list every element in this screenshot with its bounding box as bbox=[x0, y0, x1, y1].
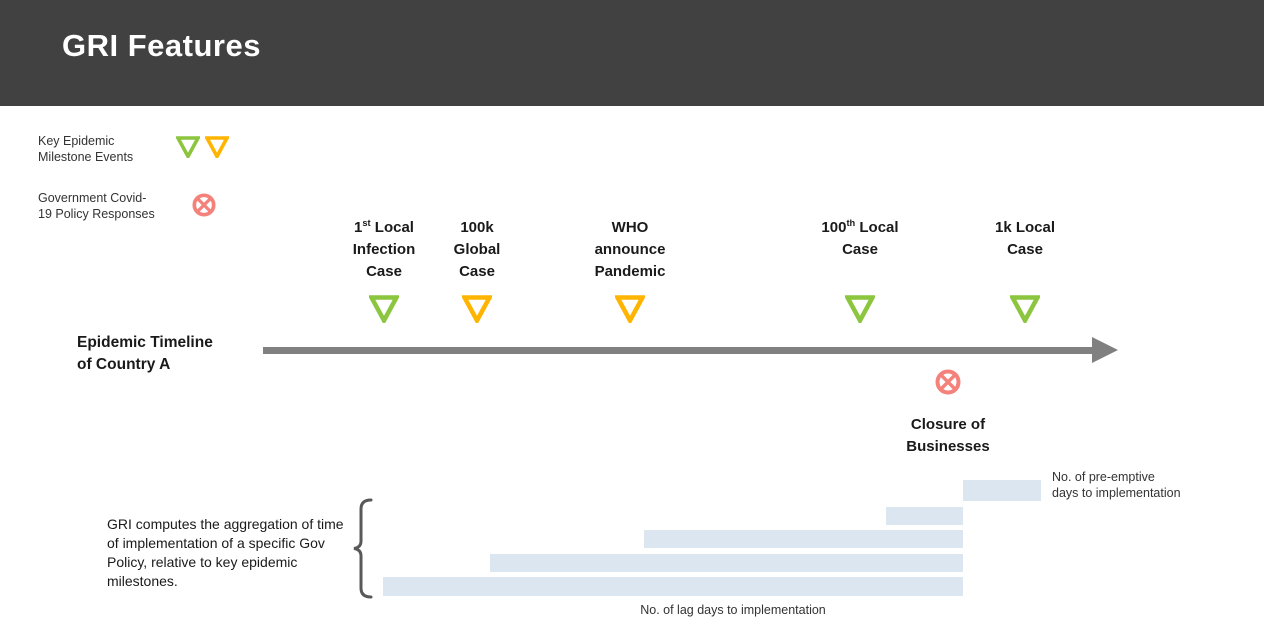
implementation-bar-lag bbox=[383, 577, 963, 596]
milestone-marker bbox=[613, 295, 647, 326]
gri-description: GRI computes the aggregation of time of … bbox=[107, 516, 344, 589]
prohibited-icon bbox=[192, 193, 216, 217]
green-triangle-icon bbox=[367, 295, 401, 326]
prohibited-icon bbox=[935, 369, 961, 395]
implementation-bar-lag bbox=[490, 554, 963, 572]
policy-event-label: Closure of Businesses bbox=[906, 416, 990, 455]
policy-event-icon-wrap bbox=[935, 369, 961, 395]
prohibited-icon bbox=[192, 193, 216, 222]
yellow-triangle-icon bbox=[613, 295, 647, 326]
green-triangle-icon bbox=[1008, 295, 1042, 326]
milestone-marker bbox=[460, 295, 494, 326]
green-triangle-icon bbox=[176, 136, 200, 159]
legend-milestone-icons bbox=[176, 136, 229, 159]
implementation-bar-lag bbox=[644, 530, 963, 548]
implementation-bar-pre-emptive bbox=[963, 480, 1041, 501]
legend-policy-label: Government Covid- 19 Policy Responses bbox=[38, 191, 155, 221]
timeline-arrow-line bbox=[263, 347, 1093, 354]
header-bar: GRI Features bbox=[0, 0, 1264, 106]
yellow-triangle-icon bbox=[205, 136, 229, 159]
pre-emptive-days-label: No. of pre-emptive days to implementatio… bbox=[1052, 470, 1181, 500]
milestone-marker bbox=[1008, 295, 1042, 326]
milestone-marker bbox=[843, 295, 877, 326]
legend-milestone-label: Key Epidemic Milestone Events bbox=[38, 134, 134, 164]
timeline-axis-label: Epidemic Timeline of Country A bbox=[77, 334, 213, 373]
lag-days-label: No. of lag days to implementation bbox=[640, 603, 826, 617]
timeline-arrowhead-icon bbox=[1092, 337, 1118, 363]
green-triangle-icon bbox=[843, 295, 877, 326]
yellow-triangle-icon bbox=[460, 295, 494, 326]
curly-brace-icon bbox=[353, 498, 373, 599]
milestone-marker bbox=[367, 295, 401, 326]
implementation-bar-lag bbox=[886, 507, 963, 525]
page-title: GRI Features bbox=[62, 28, 261, 63]
